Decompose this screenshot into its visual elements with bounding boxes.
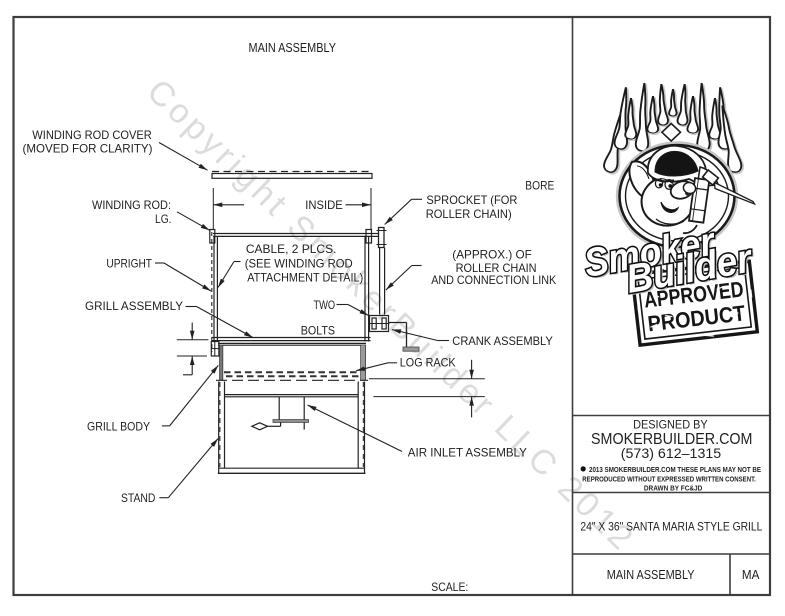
svg-text:SCALE:: SCALE: bbox=[431, 582, 468, 594]
svg-text:LOG RACK: LOG RACK bbox=[400, 356, 456, 370]
svg-text:(573) 612–1315: (573) 612–1315 bbox=[621, 445, 722, 461]
svg-text:REPRODUCED WITHOUT EXPRESSED W: REPRODUCED WITHOUT EXPRESSED WRITTEN CON… bbox=[582, 474, 756, 483]
svg-text:DESIGNED BY: DESIGNED BY bbox=[633, 419, 708, 431]
svg-text:(SEE WINDING ROD: (SEE WINDING ROD bbox=[245, 257, 353, 271]
svg-text:WINDING ROD:: WINDING ROD: bbox=[92, 198, 171, 212]
svg-text:GRILL BODY: GRILL BODY bbox=[87, 420, 150, 434]
svg-text:SMOKERBUILDER.COM: SMOKERBUILDER.COM bbox=[591, 431, 753, 448]
svg-text:ROLLER CHAIN: ROLLER CHAIN bbox=[456, 261, 537, 275]
svg-text:2013 SMOKERBUILDER.COM THESE P: 2013 SMOKERBUILDER.COM THESE PLANS MAY N… bbox=[589, 465, 761, 474]
svg-text:CRANK ASSEMBLY: CRANK ASSEMBLY bbox=[452, 334, 553, 348]
svg-text:LG.: LG. bbox=[155, 212, 172, 226]
svg-text:BORE: BORE bbox=[525, 179, 554, 193]
svg-text:(MOVED FOR CLARITY): (MOVED FOR CLARITY) bbox=[23, 142, 153, 156]
svg-text:INSIDE: INSIDE bbox=[305, 198, 343, 212]
svg-text:BOLTS: BOLTS bbox=[301, 324, 335, 338]
svg-text:WINDING ROD COVER: WINDING ROD COVER bbox=[32, 128, 152, 142]
svg-text:24" X 36" SANTA MARIA STYLE GR: 24" X 36" SANTA MARIA STYLE GRILL bbox=[580, 519, 762, 533]
svg-text:MAIN ASSEMBLY: MAIN ASSEMBLY bbox=[607, 568, 695, 582]
svg-text:DRAWN BY FC&JD: DRAWN BY FC&JD bbox=[644, 484, 703, 493]
svg-text:ATTACHMENT DETAIL): ATTACHMENT DETAIL) bbox=[247, 270, 363, 284]
svg-text:AND CONNECTION LINK: AND CONNECTION LINK bbox=[431, 273, 556, 287]
svg-text:TWO: TWO bbox=[314, 298, 336, 312]
svg-text:ROLLER CHAIN): ROLLER CHAIN) bbox=[426, 207, 512, 221]
svg-text:UPRIGHT: UPRIGHT bbox=[106, 257, 152, 271]
svg-text:MA: MA bbox=[742, 568, 760, 582]
svg-text:(APPROX.) OF: (APPROX.) OF bbox=[452, 248, 532, 262]
svg-text:GRILL ASSEMBLY: GRILL ASSEMBLY bbox=[85, 299, 183, 313]
svg-text:CABLE, 2 PLCS.: CABLE, 2 PLCS. bbox=[246, 242, 337, 256]
svg-text:AIR INLET ASSEMBLY: AIR INLET ASSEMBLY bbox=[408, 446, 527, 460]
svg-text:SPROCKET (FOR: SPROCKET (FOR bbox=[426, 193, 517, 207]
svg-text:MAIN ASSEMBLY: MAIN ASSEMBLY bbox=[249, 41, 337, 55]
svg-text:STAND: STAND bbox=[121, 491, 156, 505]
